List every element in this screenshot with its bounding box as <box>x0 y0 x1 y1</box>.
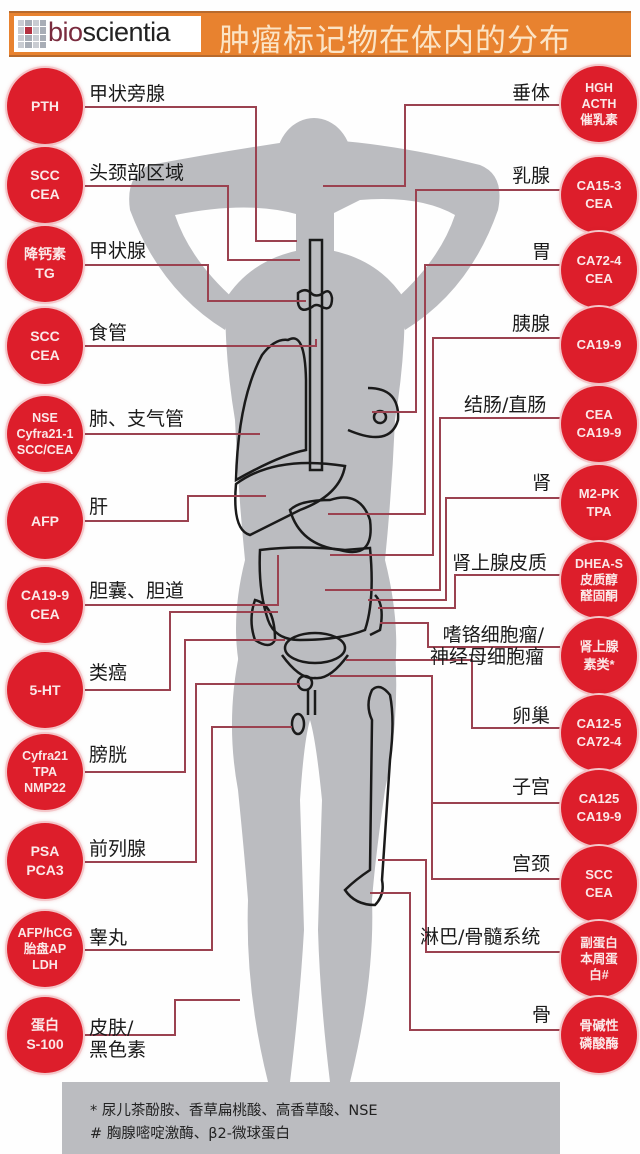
footnote-hash: # 胸腺嘧啶激酶、β2-微球蛋白 <box>90 1126 290 1142</box>
marker-badge-pancreas: CA19-9 <box>561 307 637 383</box>
logo-grid-icon <box>18 20 46 48</box>
organ-label-colon: 结肠/直肠 <box>464 394 547 416</box>
colon-outline <box>258 546 373 642</box>
marker-badge-pth: PTH <box>7 68 83 144</box>
human-silhouette <box>129 118 500 1082</box>
kidney-outline <box>369 594 383 637</box>
esophagus-outline <box>308 238 324 472</box>
thyroid-outline <box>296 289 334 311</box>
connector-lines <box>82 104 560 1036</box>
marker-badge-pheochromocytoma: 肾上腺素类* <box>561 618 637 694</box>
stomach-outline <box>288 496 372 554</box>
organ-label-esophagus: 食管 <box>89 322 128 344</box>
organ-label-lung: 肺、支气管 <box>89 408 185 430</box>
uterus-outline <box>283 631 347 665</box>
marker-badge-liver: AFP <box>7 483 83 559</box>
organ-label-lymph: 淋巴/骨髓系统 <box>420 926 541 948</box>
organ-label-head-neck: 头颈部区域 <box>89 162 185 184</box>
organ-outlines <box>234 238 400 907</box>
organ-label-ovary: 卵巢 <box>512 705 551 727</box>
organ-label-breast: 乳腺 <box>512 165 551 187</box>
organ-label-testis: 睾丸 <box>89 927 128 949</box>
organ-label-bone: 骨 <box>532 1004 552 1026</box>
logo-text: bioscientia <box>48 17 171 47</box>
organ-label-cervix: 宫颈 <box>512 853 551 875</box>
organ-label-thyroid: 甲状腺 <box>89 240 147 262</box>
lung-outline <box>234 337 308 483</box>
organ-label-prostate: 前列腺 <box>89 838 147 860</box>
header-banner: bioscientia 肿瘤标记物在体内的分布 <box>9 11 631 59</box>
breast-outline <box>347 386 400 439</box>
organ-label-skin: 皮肤/黑色素 <box>89 1017 147 1061</box>
pelvis-outline <box>280 654 350 680</box>
footnotes-box: * 尿儿茶酚胺、香草扁桃酸、高香草酸、NSE # 胸腺嘧啶激酶、β2-微球蛋白 <box>62 1082 560 1154</box>
organ-label-bladder: 膀胱 <box>89 744 128 766</box>
organ-label-uterus: 子宫 <box>512 776 551 798</box>
bioscientia-logo: bioscientia <box>14 16 201 52</box>
liver-outline <box>234 461 347 537</box>
footnote-asterisk: * 尿儿茶酚胺、香草扁桃酸、高香草酸、NSE <box>90 1103 378 1119</box>
organ-label-liver: 肝 <box>89 496 109 518</box>
organ-label-parathyroid: 甲状旁腺 <box>89 83 166 105</box>
organ-label-pheochromocytoma: 嗜铬细胞瘤/神经母细胞瘤 <box>430 624 545 668</box>
marker-badge-bone: 骨碱性磷酸酶 <box>561 997 637 1073</box>
testis-outline <box>290 712 306 736</box>
organ-label-adrenal-cortex: 肾上腺皮质 <box>452 552 548 574</box>
organ-label-carcinoid: 类癌 <box>89 662 128 684</box>
marker-badge-lymph: 副蛋白本周蛋白# <box>561 921 637 997</box>
marker-badge-carcinoid: 5-HT <box>7 652 83 728</box>
organ-label-gallbladder: 胆囊、胆道 <box>89 580 185 602</box>
page-title: 肿瘤标记物在体内的分布 <box>219 23 571 59</box>
organ-label-pancreas: 胰腺 <box>512 313 551 335</box>
organ-label-pituitary: 垂体 <box>512 82 551 104</box>
organ-label-stomach: 胃 <box>532 241 552 263</box>
femur-outline <box>343 685 394 907</box>
organ-label-kidney: 肾 <box>532 472 552 494</box>
